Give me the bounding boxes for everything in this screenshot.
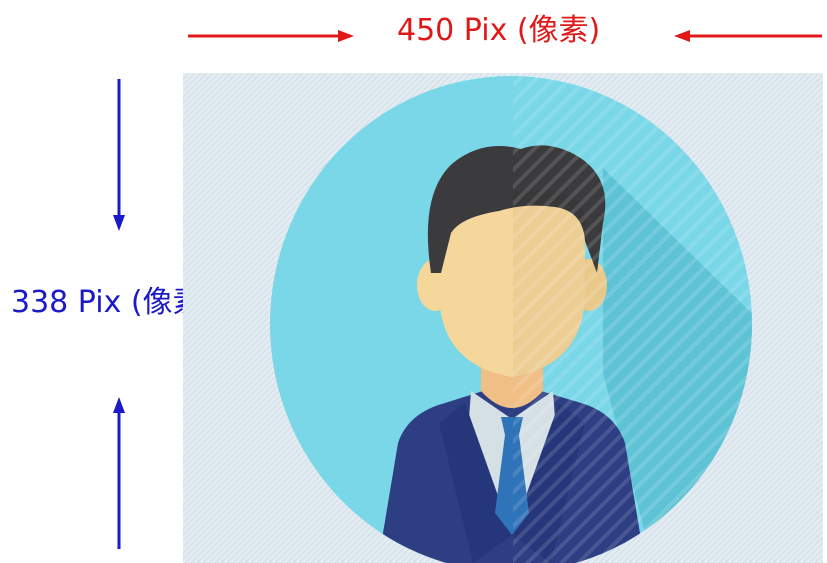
- width-arrowhead-right: [674, 30, 690, 42]
- avatar-image: [183, 73, 823, 563]
- suit-lapel-left: [439, 403, 512, 563]
- height-arrowhead-top: [113, 215, 125, 231]
- height-label: 338 Pix (像素): [11, 285, 215, 320]
- height-arrowhead-bottom: [113, 397, 125, 413]
- width-label: 450 Pix (像素): [397, 13, 601, 48]
- width-arrowhead-left: [338, 30, 354, 42]
- avatar-illustration: [183, 73, 823, 563]
